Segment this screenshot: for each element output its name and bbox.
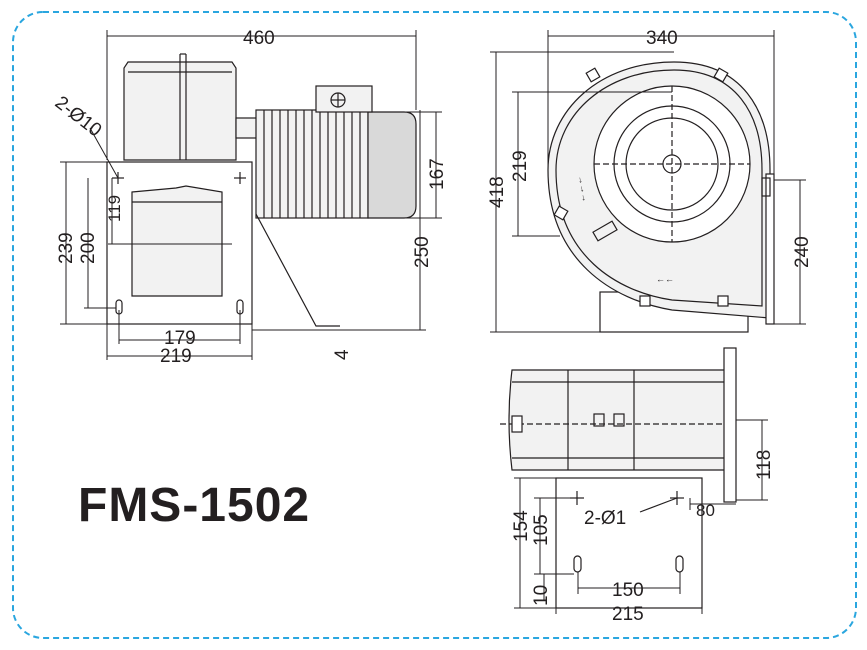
side-rotation-mark: ←←: [656, 274, 674, 284]
dim-118: 118: [754, 450, 775, 480]
dim-239: 239: [56, 232, 77, 264]
side-dimensions: [490, 30, 806, 333]
dim-418: 418: [487, 176, 508, 208]
side-arrow-mark: →→→: [576, 175, 591, 203]
dim-hole-note-front: 2-Ø10: [51, 92, 106, 141]
dashed-frame: [12, 11, 857, 639]
front-dimensions: [60, 30, 442, 360]
dim-219-side: 219: [510, 150, 531, 182]
bottom-base-plate: [555, 477, 703, 609]
dim-179: 179: [164, 328, 196, 349]
bottom-housing: [508, 369, 727, 471]
dim-105: 105: [531, 514, 552, 546]
dim-80: 80: [696, 501, 715, 520]
dim-4: 4: [332, 349, 353, 360]
dim-154: 154: [511, 510, 532, 542]
front-outlet: [131, 185, 223, 297]
dim-150: 150: [612, 580, 644, 601]
bottom-dimensions: [514, 419, 768, 614]
dim-hole-note-bottom: 2-Ø1: [584, 508, 626, 529]
dim-200: 200: [78, 232, 99, 264]
motor-end-cap: [367, 111, 417, 219]
dim-460: 460: [243, 28, 275, 49]
terminal-box: [315, 85, 373, 113]
bottom-flange-plate: [723, 347, 737, 503]
side-view: [547, 61, 775, 333]
dim-340: 340: [646, 28, 678, 49]
dim-219-front: 219: [160, 346, 192, 367]
dim-215: 215: [612, 604, 644, 625]
model-title: FMS-1502: [78, 479, 311, 532]
dim-250: 250: [412, 236, 433, 268]
dim-10: 10: [531, 585, 552, 606]
dim-119: 119: [105, 195, 124, 222]
bottom-view: [500, 347, 737, 609]
dim-167: 167: [427, 158, 448, 190]
front-view: [106, 53, 417, 327]
dim-240: 240: [792, 236, 813, 268]
